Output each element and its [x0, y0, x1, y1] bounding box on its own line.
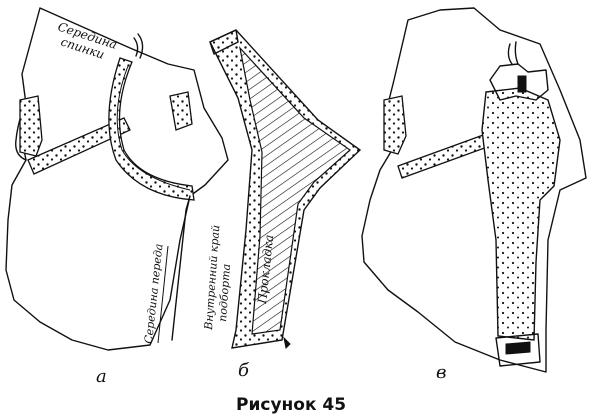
panel-c-collar-detail — [517, 75, 527, 93]
panel-a-facing-band — [108, 57, 195, 201]
panel-c: в — [361, 7, 587, 383]
panel-b-letter: б — [238, 360, 250, 381]
panel-c-horizontal-strip — [397, 133, 491, 179]
panel-c-bottom-roll — [495, 333, 541, 367]
panel-a-front-center-line — [171, 195, 191, 341]
panel-b-corner-mark — [283, 336, 291, 350]
panel-c-shoulder-pad — [383, 95, 407, 155]
panel-a-facing-inner-edge — [116, 65, 191, 191]
panel-c-facing — [481, 87, 561, 341]
panel-c-bodice-outline — [361, 7, 587, 373]
panel-a-bodice-outline — [5, 7, 229, 351]
panel-a-shoulder-pad — [19, 95, 43, 157]
panel-a: Середина спинки Середина переда а — [5, 7, 229, 387]
figure-caption: Рисунок 45 — [236, 395, 346, 415]
panel-b: Внутренний край подборта Прокладка б — [202, 29, 362, 381]
panel-b-top-fold — [209, 29, 239, 55]
panel-a-letter: а — [96, 366, 107, 387]
panel-a-thread — [133, 33, 144, 59]
panel-b-interlining — [239, 46, 351, 335]
panel-a-front-center-text: Середина переда — [142, 243, 165, 344]
panel-c-collar-roll — [489, 63, 549, 101]
panel-c-letter: в — [436, 362, 446, 383]
panel-b-inner-edge-label-2: подборта — [216, 263, 233, 322]
panel-c-bottom-detail — [505, 341, 531, 355]
panel-a-front-center-underline — [157, 245, 169, 344]
panel-a-horizontal-strip — [27, 117, 131, 175]
panel-a-side-piece — [169, 91, 193, 131]
panel-c-thread — [507, 41, 519, 65]
